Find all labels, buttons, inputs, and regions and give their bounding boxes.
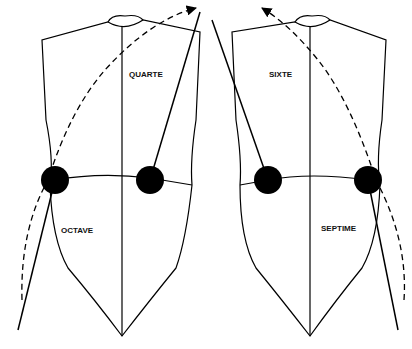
part-name: SIXTE	[268, 70, 293, 80]
right-torso	[232, 16, 386, 337]
part-name: QUARTE	[128, 70, 164, 80]
target-dots	[41, 166, 382, 194]
part-name: OCTAVE	[60, 226, 94, 236]
part-name: SEPTIME	[320, 224, 357, 234]
left-torso	[42, 16, 200, 337]
parry-arrows	[22, 8, 405, 300]
blade-lines	[18, 12, 398, 330]
